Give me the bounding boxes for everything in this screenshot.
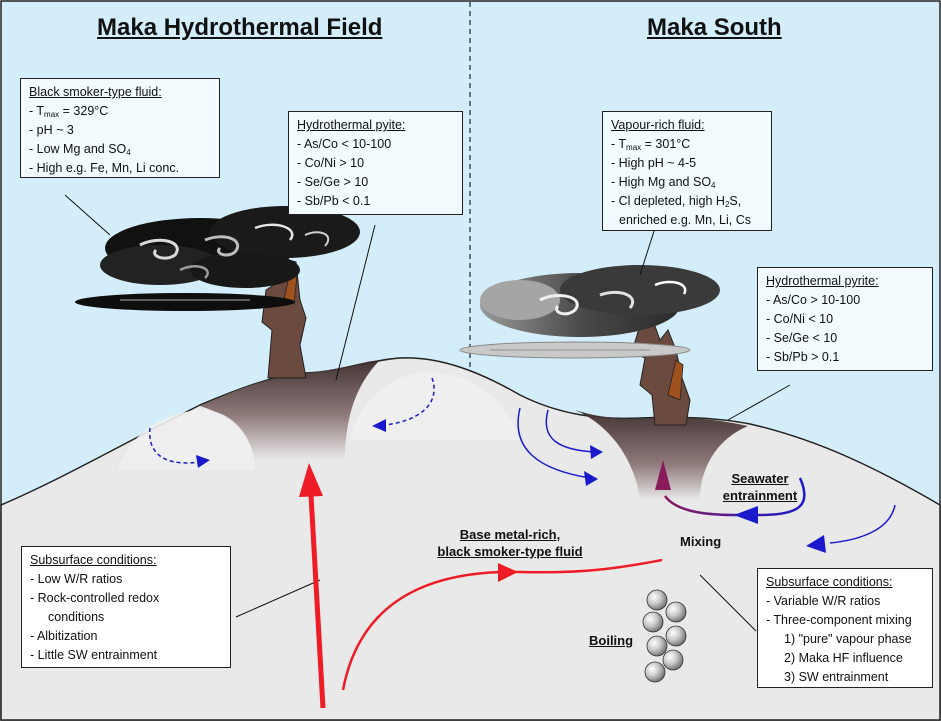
vapour-ph: - High pH ~ 4-5: [611, 156, 697, 170]
subsurface-right-box: Subsurface conditions: - Variable W/R ra…: [757, 568, 933, 688]
vapour-fluid-title: Vapour-rich fluid:: [611, 118, 705, 132]
vapour-tmax: - Tmax = 301°C: [611, 137, 691, 152]
pyrite-left-item: - Se/Ge > 10: [297, 175, 369, 189]
fluid-lateral-arrow: [341, 558, 663, 691]
subsurface-left-item: - Rock-controlled redox: [30, 591, 160, 605]
pyrite-right-item: - As/Co > 10-100: [766, 293, 861, 307]
subsurface-right-item: 2) Maka HF influence: [784, 651, 903, 665]
mixing-label: Mixing: [680, 534, 722, 549]
cavity-right: [350, 371, 520, 440]
seawater-entrainment-label: Seawater entrainment: [722, 471, 798, 503]
subsurface-right-item: 1) "pure" vapour phase: [784, 632, 912, 646]
seawater-flow-arrows: [148, 377, 896, 544]
seawater-arrowheads: [196, 419, 826, 553]
vapour-enriched: enriched e.g. Mn, Li, Cs: [619, 213, 752, 227]
seawater-entrainment-arrow: [663, 477, 806, 524]
subsurface-right-item: - Variable W/R ratios: [766, 594, 881, 608]
subsurface-left-item: - Low W/R ratios: [30, 572, 123, 586]
black-smoker-mg-so4: - Low Mg and SO4: [29, 142, 131, 157]
pyrite-right-item: - Co/Ni < 10: [766, 312, 834, 326]
cavity-left: [118, 410, 255, 470]
title-maka-hydrothermal-field: Maka Hydrothermal Field: [97, 14, 383, 41]
black-smoker-tmax: - Tmax = 329°C: [29, 104, 109, 119]
black-smoker-ph: - pH ~ 3: [29, 123, 74, 137]
subsurface-left-box: Subsurface conditions: - Low W/R ratios …: [21, 546, 231, 668]
fluid-label: Base metal-rich, black smoker-type fluid: [437, 527, 583, 559]
leader-lines: [64, 194, 791, 632]
subsurface-left-item: conditions: [48, 610, 105, 624]
chimney-right-spire: [667, 359, 684, 401]
black-smoker-fluid-title: Black smoker-type fluid:: [29, 85, 162, 99]
black-smoker-fluid-box: Black smoker-type fluid: - Tmax = 329°C …: [20, 78, 220, 178]
vapour-mg-so4: - High Mg and SO4: [611, 175, 716, 190]
pyrite-right-box: Hydrothermal pyrite: - As/Co > 10-100 - …: [757, 267, 933, 371]
title-maka-south: Maka South: [647, 14, 782, 41]
vapour-cl-h2s: - Cl depleted, high H2S,: [611, 194, 742, 209]
pyrite-left-title: Hydrothermal pyite:: [297, 118, 406, 132]
subsurface-right-item: 3) SW entrainment: [784, 670, 889, 684]
subsurface-right-title: Subsurface conditions:: [766, 575, 893, 589]
boiling-label: Boiling: [589, 633, 634, 648]
pyrite-right-item: - Sb/Pb > 0.1: [766, 350, 840, 364]
black-smoke-plume: [75, 206, 360, 311]
pyrite-left-item: - Sb/Pb < 0.1: [297, 194, 371, 208]
vapour-rich-fluid-box: Vapour-rich fluid: - Tmax = 301°C - High…: [602, 111, 772, 231]
subsurface-left-item: - Little SW entrainment: [30, 648, 158, 662]
black-smoker-conc: - High e.g. Fe, Mn, Li conc.: [29, 161, 180, 175]
subsurface-left-item: - Albitization: [30, 629, 98, 643]
grey-smoke-plume: [459, 265, 720, 359]
pyrite-left-item: - Co/Ni > 10: [297, 156, 365, 170]
fluid-upflow-arrow: [299, 463, 326, 709]
pyrite-left-box: Hydrothermal pyite: - As/Co < 10-100 - C…: [288, 111, 463, 215]
subsurface-right-item: - Three-component mixing: [766, 613, 912, 627]
pyrite-right-item: - Se/Ge < 10: [766, 331, 838, 345]
pyrite-left-item: - As/Co < 10-100: [297, 137, 392, 151]
boiling-bubbles: [642, 589, 687, 683]
pyrite-right-title: Hydrothermal pyrite:: [766, 274, 879, 288]
subsurface-left-title: Subsurface conditions:: [30, 553, 157, 567]
alteration-zone-right: [575, 410, 748, 500]
